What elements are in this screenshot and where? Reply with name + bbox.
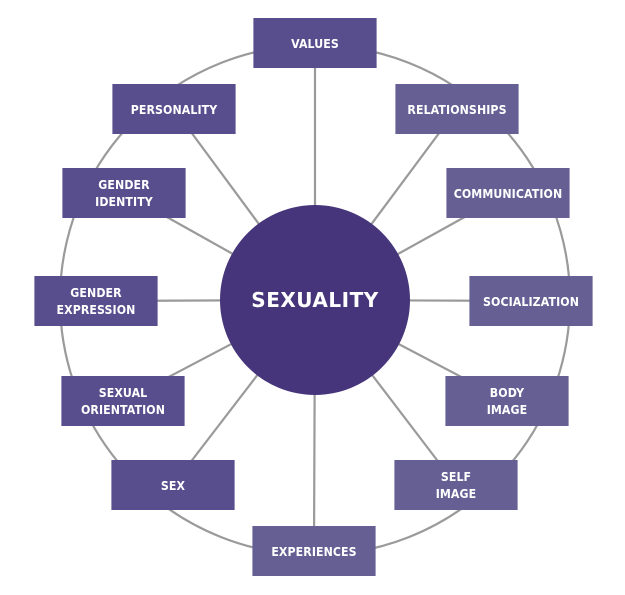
node-label: EXPERIENCES <box>271 543 357 559</box>
node-label: VALUES <box>291 35 339 51</box>
node-sex: SEX <box>111 460 235 510</box>
center-label: SEXUALITY <box>251 288 379 312</box>
node-body-image: BODY IMAGE <box>445 376 569 426</box>
node-label: SEXUAL ORIENTATION <box>80 385 166 417</box>
node-sexual-orientation: SEXUAL ORIENTATION <box>61 376 185 426</box>
node-self-image: SELF IMAGE <box>394 460 518 510</box>
node-relationships: RELATIONSHIPS <box>395 84 519 134</box>
node-personality: PERSONALITY <box>112 84 236 134</box>
node-label: GENDER IDENTITY <box>95 177 153 209</box>
node-socialization: SOCIALIZATION <box>469 276 593 326</box>
center-circle: SEXUALITY <box>220 205 410 395</box>
node-values: VALUES <box>253 18 377 68</box>
node-label: SEX <box>160 477 186 493</box>
node-label: SELF IMAGE <box>435 469 477 501</box>
node-label: PERSONALITY <box>130 101 218 117</box>
node-gender-expression: GENDER EXPRESSION <box>34 276 158 326</box>
node-gender-identity: GENDER IDENTITY <box>62 168 186 218</box>
node-label: BODY IMAGE <box>486 385 528 417</box>
node-communication: COMMUNICATION <box>446 168 570 218</box>
node-experiences: EXPERIENCES <box>252 526 376 576</box>
node-label: SOCIALIZATION <box>482 293 579 309</box>
node-label: COMMUNICATION <box>453 185 563 201</box>
node-label: RELATIONSHIPS <box>407 101 507 117</box>
node-label: GENDER EXPRESSION <box>56 285 136 317</box>
